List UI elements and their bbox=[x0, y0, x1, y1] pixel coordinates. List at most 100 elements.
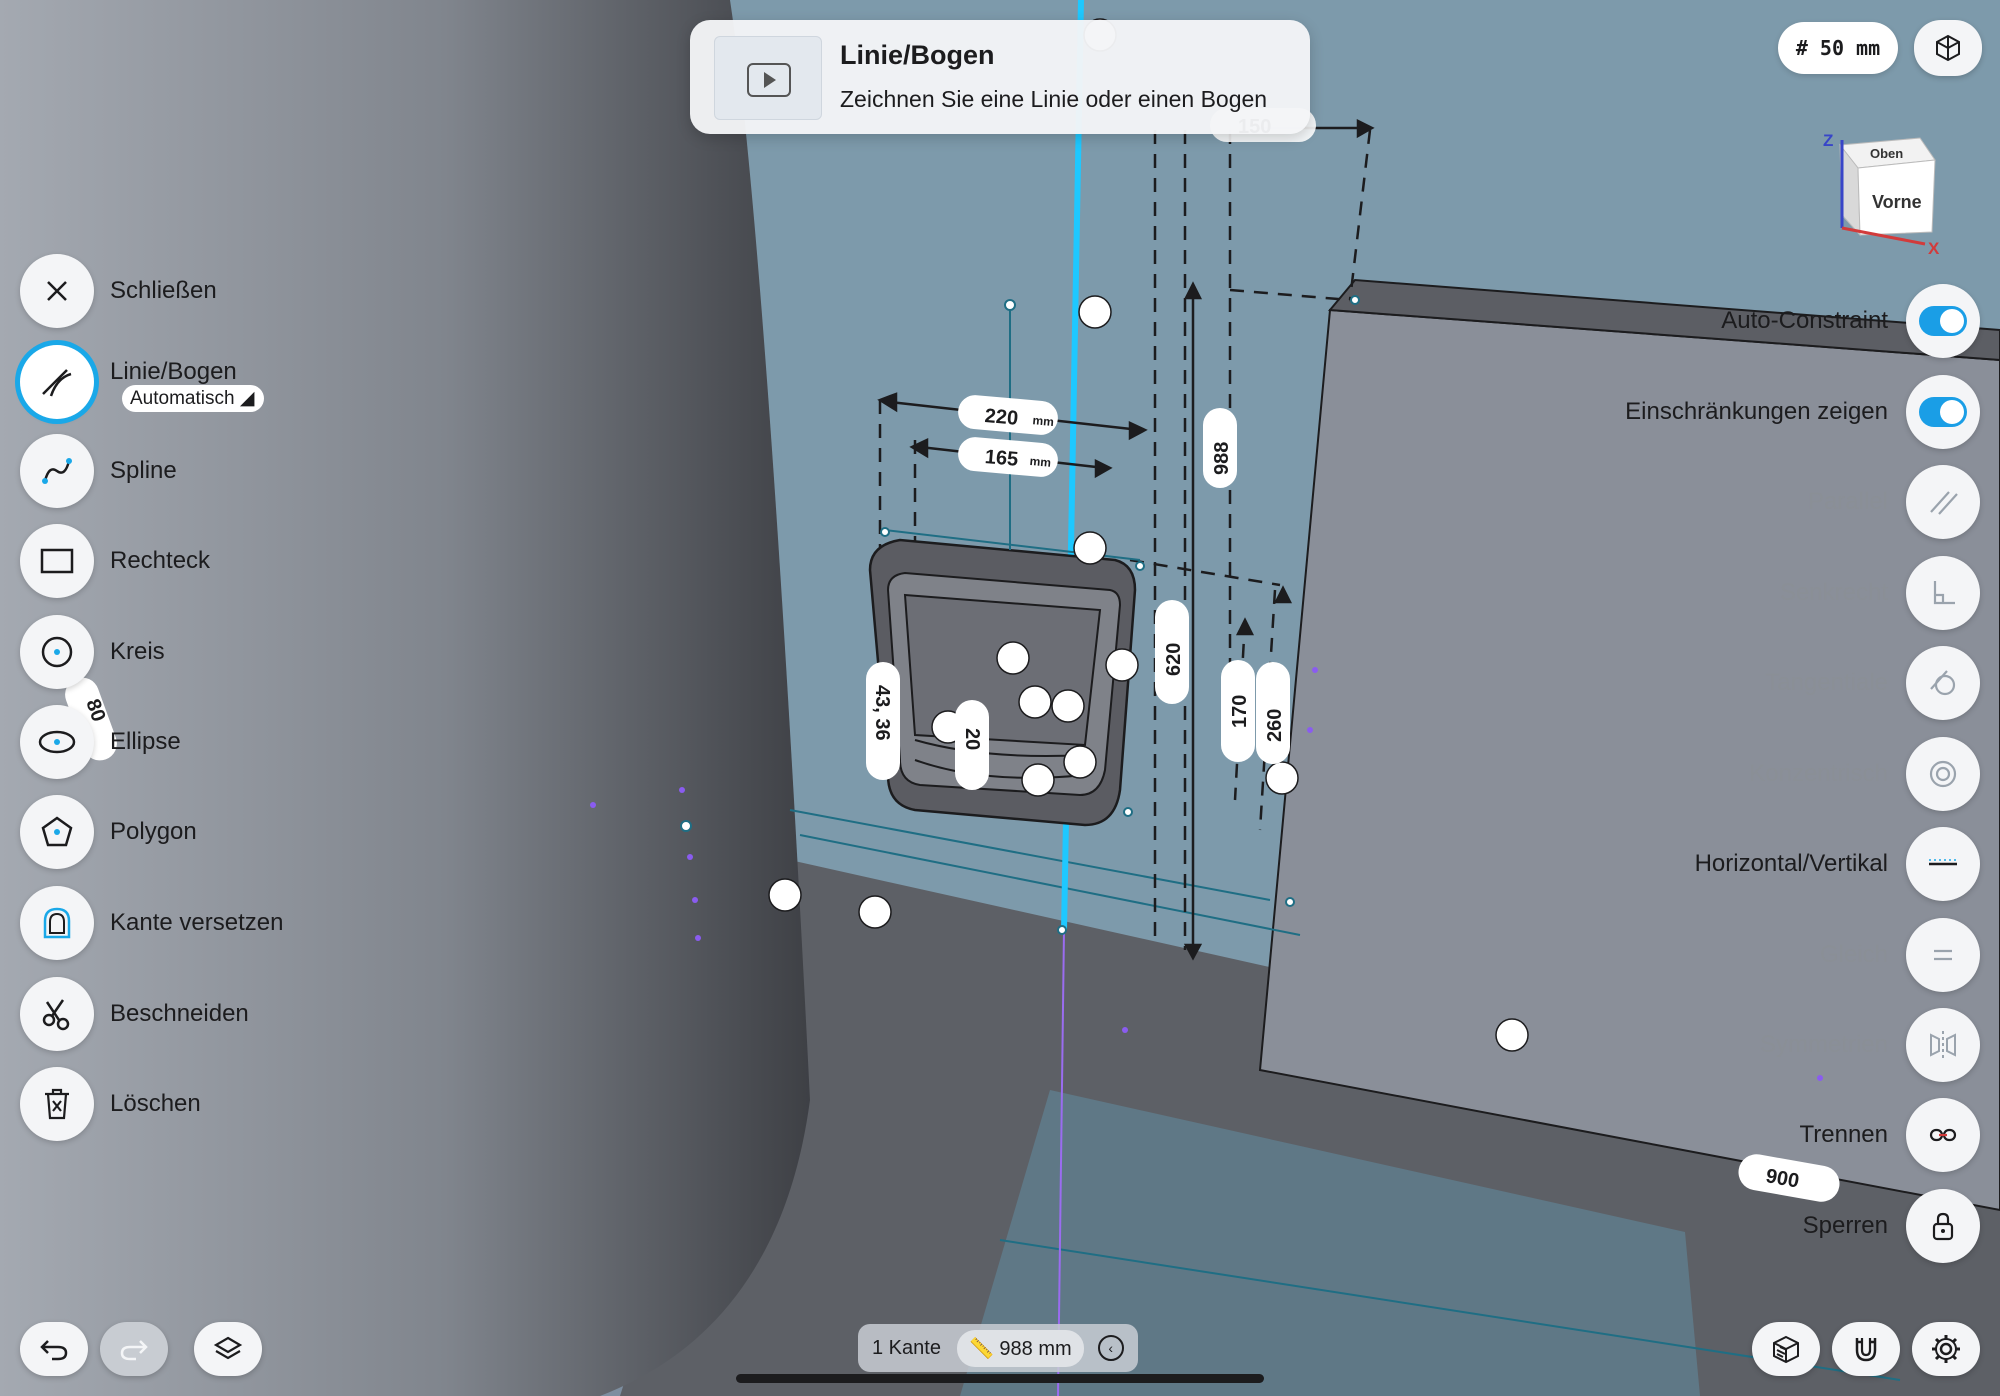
tool-delete[interactable]: Löschen bbox=[20, 1067, 201, 1141]
video-thumbnail[interactable] bbox=[714, 36, 822, 120]
constraint-label-parallel: Parallel bbox=[1807, 488, 1888, 515]
tool-label-trim: Beschneiden bbox=[110, 1000, 249, 1027]
tooltip-description: Zeichnen Sie eine Linie oder einen Bogen bbox=[840, 86, 1268, 112]
horizontal-vertical-icon[interactable] bbox=[1906, 827, 1980, 901]
constraint-equal[interactable]: Gleich bbox=[1820, 918, 1980, 992]
settings-button[interactable] bbox=[1912, 1322, 1980, 1376]
constraint-concentric[interactable]: Konzentrisch bbox=[1749, 737, 1980, 811]
tool-label-offset-edge: Kante versetzen bbox=[110, 909, 284, 936]
split-link-icon[interactable] bbox=[1906, 1098, 1980, 1172]
section-view-button[interactable] bbox=[1752, 1322, 1820, 1376]
chevron-left-icon[interactable]: ‹ bbox=[1097, 1335, 1124, 1361]
layers-button[interactable] bbox=[194, 1322, 262, 1376]
delete-icon[interactable] bbox=[20, 1067, 94, 1141]
toggle-on-icon bbox=[1919, 397, 1967, 427]
tool-label-spline: Spline bbox=[110, 457, 177, 484]
line-mode-value: Automatisch bbox=[130, 388, 235, 409]
constraint-tangent[interactable]: Tangentiale bbox=[1765, 646, 1980, 720]
parallel-icon[interactable] bbox=[1906, 465, 1980, 539]
constraint-label-perpendicular: Senkrecht bbox=[1779, 579, 1888, 606]
constraint-label-split: Trennen bbox=[1799, 1121, 1889, 1148]
spline-icon[interactable] bbox=[20, 434, 94, 508]
tangent-icon[interactable] bbox=[1906, 646, 1980, 720]
dim-165[interactable]: 165 bbox=[984, 446, 1019, 471]
constraint-label-auto: Auto-Constraint bbox=[1721, 307, 1888, 334]
ruler-icon: 📏 bbox=[968, 1337, 994, 1360]
rectangle-icon[interactable] bbox=[20, 524, 94, 598]
tool-offset-edge[interactable]: Kante versetzen bbox=[20, 886, 283, 960]
concentric-icon[interactable] bbox=[1906, 737, 1980, 811]
constraint-parallel[interactable]: Parallel bbox=[1808, 465, 1980, 539]
toggle-on-icon bbox=[1919, 306, 1967, 336]
dim-260[interactable]: 260 bbox=[1264, 709, 1286, 742]
tool-spline[interactable]: Spline bbox=[20, 434, 177, 508]
view-cube[interactable]: Z X Oben Vorne bbox=[1823, 131, 1940, 258]
dim-220[interactable]: 220 bbox=[984, 405, 1019, 430]
home-indicator[interactable] bbox=[736, 1374, 1264, 1383]
redo-button[interactable] bbox=[100, 1322, 168, 1376]
tool-label-delete: Löschen bbox=[110, 1090, 201, 1117]
constraint-auto[interactable]: Auto-Constraint bbox=[1721, 284, 1980, 358]
constraint-split[interactable]: Trennen bbox=[1799, 1098, 1980, 1172]
tool-rectangle[interactable]: Rechteck bbox=[20, 524, 210, 598]
dim-988[interactable]: 988 bbox=[1211, 442, 1233, 475]
trim-icon[interactable] bbox=[20, 977, 94, 1051]
dim-620[interactable]: 620 bbox=[1163, 643, 1185, 676]
constraint-label-lock: Sperren bbox=[1802, 1212, 1888, 1239]
constraint-label-horizontal-vertical: Horizontal/Vertikal bbox=[1694, 850, 1888, 877]
tool-label-polygon: Polygon bbox=[110, 818, 197, 845]
tool-circle[interactable]: Kreis bbox=[20, 615, 165, 689]
dim-43-36[interactable]: 43, 36 bbox=[871, 685, 893, 741]
circle-icon[interactable] bbox=[20, 615, 94, 689]
svg-text:Oben: Oben bbox=[1870, 146, 1903, 161]
snap-button[interactable] bbox=[1832, 1322, 1900, 1376]
tool-line-arc[interactable]: Linie/Bogen Automatisch ◢ bbox=[20, 345, 265, 419]
close-icon[interactable] bbox=[20, 254, 94, 328]
svg-text:Vorne: Vorne bbox=[1872, 192, 1922, 212]
constraint-label-tangent: Tangentiale bbox=[1765, 669, 1888, 696]
constraint-show[interactable]: Einschränkungen zeigen bbox=[1625, 375, 1980, 449]
tool-label-circle: Kreis bbox=[110, 638, 165, 665]
ellipse-icon[interactable] bbox=[20, 705, 94, 779]
line-arc-icon[interactable] bbox=[20, 345, 94, 419]
gear-icon bbox=[1932, 1335, 1960, 1363]
constraint-perpendicular[interactable]: Senkrecht bbox=[1780, 556, 1980, 630]
tool-close[interactable]: Schließen bbox=[20, 254, 217, 328]
tool-tooltip: Linie/Bogen Zeichnen Sie eine Linie oder… bbox=[690, 20, 1310, 134]
offset-edge-icon[interactable] bbox=[20, 886, 94, 960]
symmetry-icon[interactable] bbox=[1906, 1008, 1980, 1082]
magnet-icon bbox=[1855, 1338, 1877, 1362]
play-icon bbox=[747, 63, 791, 97]
polygon-icon[interactable] bbox=[20, 795, 94, 869]
svg-text:mm: mm bbox=[1029, 454, 1051, 470]
constraint-label-concentric: Konzentrisch bbox=[1749, 760, 1888, 787]
selection-count: 1 Kante bbox=[872, 1336, 941, 1359]
svg-text:mm: mm bbox=[1032, 413, 1054, 429]
tool-polygon[interactable]: Polygon bbox=[20, 795, 197, 869]
lock-icon[interactable] bbox=[1906, 1189, 1980, 1263]
layers-icon bbox=[213, 1336, 243, 1360]
show-constraints-toggle[interactable] bbox=[1906, 375, 1980, 449]
grid-size-button[interactable]: # 50 mm bbox=[1778, 22, 1898, 74]
constraint-label-show: Einschränkungen zeigen bbox=[1625, 398, 1888, 425]
view-mode-button[interactable] bbox=[1914, 20, 1982, 76]
constraint-horizontal-vertical[interactable]: Horizontal/Vertikal bbox=[1695, 827, 1980, 901]
tool-trim[interactable]: Beschneiden bbox=[20, 977, 249, 1051]
constraint-symmetry[interactable]: Symmetrien bbox=[1760, 1008, 1980, 1082]
dim-170[interactable]: 170 bbox=[1229, 695, 1251, 728]
constraint-label-symmetry: Symmetrien bbox=[1759, 1031, 1888, 1058]
tool-ellipse[interactable]: Ellipse bbox=[20, 705, 181, 779]
svg-text:X: X bbox=[1928, 239, 1940, 258]
constraint-lock[interactable]: Sperren bbox=[1803, 1189, 1980, 1263]
tool-label-ellipse: Ellipse bbox=[110, 728, 181, 755]
perpendicular-icon[interactable] bbox=[1906, 556, 1980, 630]
equal-icon[interactable] bbox=[1906, 918, 1980, 992]
undo-button[interactable] bbox=[20, 1322, 88, 1376]
tool-label-rectangle: Rechteck bbox=[110, 547, 211, 574]
dim-20[interactable]: 20 bbox=[961, 728, 983, 750]
section-cube-icon bbox=[1773, 1335, 1799, 1364]
line-mode-dropdown[interactable]: Automatisch ◢ bbox=[122, 385, 265, 412]
auto-constraint-toggle[interactable] bbox=[1906, 284, 1980, 358]
tool-label-close: Schließen bbox=[110, 277, 217, 304]
